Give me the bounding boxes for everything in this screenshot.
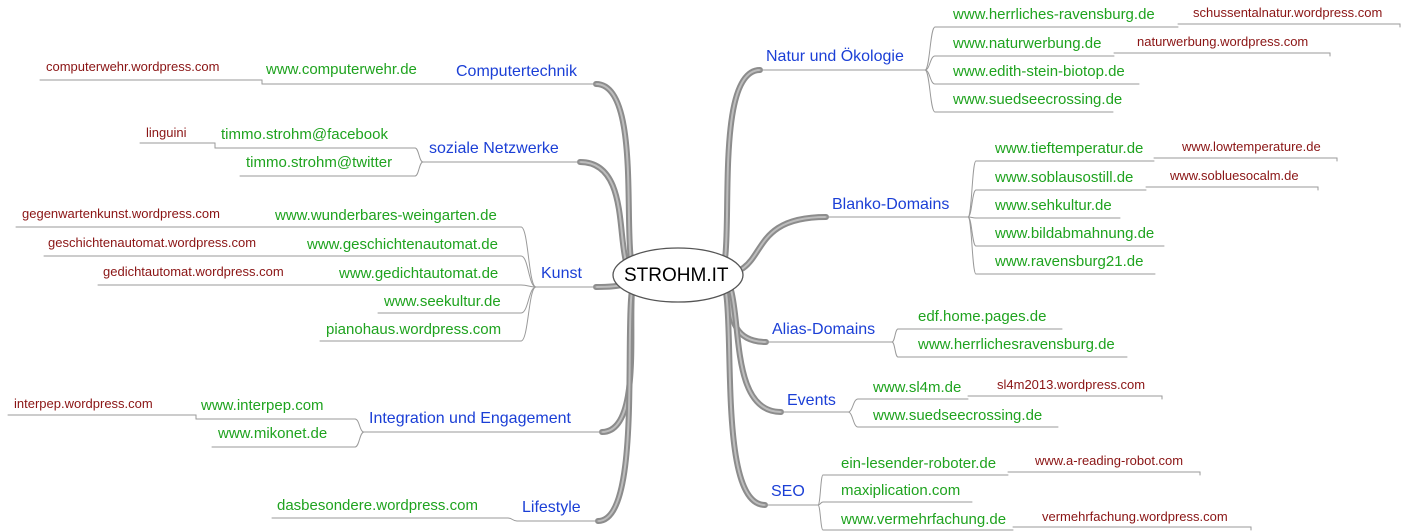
node-tieftemperatur[interactable]: www.tieftemperatur.de — [995, 140, 1144, 157]
node-edf-home-pages[interactable]: edf.home.pages.de — [918, 308, 1047, 325]
connector-line — [507, 517, 518, 522]
node-sl4m2013[interactable]: sl4m2013.wordpress.com — [997, 377, 1146, 392]
node-linguini[interactable]: linguini — [146, 125, 187, 140]
node-twitter[interactable]: timmo.strohm@twitter — [246, 154, 393, 171]
connector-line — [847, 411, 859, 428]
connector-line — [595, 272, 641, 524]
node-seekultur[interactable]: www.seekultur.de — [384, 293, 501, 310]
connector-line — [593, 81, 641, 278]
connector-line — [520, 286, 537, 314]
connector-line — [1012, 526, 1252, 531]
connector-line — [967, 189, 977, 218]
node-a-reading-robot[interactable]: www.a-reading-robot.com — [1035, 453, 1184, 468]
connector-line — [1113, 52, 1331, 57]
connector-line — [924, 55, 936, 71]
node-gedichtautomat-wordpress[interactable]: gedichtautomat.wordpress.com — [103, 264, 284, 279]
connector-line — [891, 341, 899, 358]
branch-integration[interactable]: Integration und Engagement — [369, 410, 571, 427]
branch-alias[interactable]: Alias-Domains — [772, 321, 876, 338]
connector-line — [967, 395, 1163, 400]
node-soblausostill[interactable]: www.soblausostill.de — [995, 169, 1134, 186]
node-lowtemperature[interactable]: www.lowtemperature.de — [1182, 139, 1321, 154]
node-ravensburg21[interactable]: www.ravensburg21.de — [995, 253, 1144, 270]
node-vermehrfachung-wordpress[interactable]: vermehrfachung.wordpress.com — [1042, 509, 1228, 524]
node-bildabmahnung[interactable]: www.bildabmahnung.de — [995, 225, 1155, 242]
branch-kunst[interactable]: Kunst — [541, 265, 582, 282]
connector-line — [520, 226, 537, 288]
connector-line — [924, 69, 936, 113]
node-maxiplication[interactable]: maxiplication.com — [841, 482, 961, 499]
center-node-outline — [612, 247, 744, 303]
branch-computertechnik[interactable]: Computertechnik — [456, 63, 577, 80]
connector-line — [414, 161, 424, 177]
node-dasbesondere[interactable]: dasbesondere.wordpress.com — [277, 497, 478, 514]
node-geschichtenautomat-wordpress[interactable]: geschichtenautomat.wordpress.com — [48, 235, 257, 250]
connector-line — [520, 255, 537, 288]
connector-line — [139, 142, 216, 149]
connector-line — [1153, 157, 1338, 162]
connector-line — [1145, 186, 1319, 191]
node-computerwehr-wordpress[interactable]: computerwehr.wordpress.com — [46, 59, 220, 74]
node-naturwerbung-wordpress[interactable]: naturwerbung.wordpress.com — [1137, 34, 1309, 49]
node-vermehrfachung[interactable]: www.vermehrfachung.de — [841, 511, 1007, 528]
node-gegenwartenkunst[interactable]: gegenwartenkunst.wordpress.com — [22, 206, 220, 221]
branch-seo[interactable]: SEO — [771, 483, 805, 500]
node-ein-lesender-roboter[interactable]: ein-lesender-roboter.de — [841, 455, 997, 472]
connector-line — [817, 474, 824, 506]
connector-line — [354, 418, 365, 433]
connector-line — [39, 79, 263, 85]
node-mikonet[interactable]: www.mikonet.de — [218, 425, 328, 442]
branch-soziale-netzwerke[interactable]: soziale Netzwerke — [429, 140, 559, 157]
node-edith-stein-biotop[interactable]: www.edith-stein-biotop.de — [953, 63, 1125, 80]
connector-line — [1007, 471, 1201, 476]
node-interpep[interactable]: www.interpep.com — [201, 397, 324, 414]
node-herrlichesravensburg[interactable]: www.herrlichesravensburg.de — [918, 336, 1115, 353]
branch-lifestyle[interactable]: Lifestyle — [522, 499, 581, 516]
node-pianohaus[interactable]: pianohaus.wordpress.com — [326, 321, 502, 338]
connector-lines — [7, 23, 1401, 531]
connector-line — [847, 398, 859, 413]
branch-blanko[interactable]: Blanko-Domains — [832, 196, 950, 213]
node-computerwehr[interactable]: www.computerwehr.de — [266, 61, 417, 78]
center-node-label[interactable]: STROHM.IT — [624, 265, 729, 286]
connector-line — [967, 216, 977, 275]
node-facebook[interactable]: timmo.strohm@facebook — [221, 126, 388, 143]
node-suedseecrossing-events[interactable]: www.suedseecrossing.de — [873, 407, 1043, 424]
branch-natur[interactable]: Natur und Ökologie — [766, 48, 904, 65]
node-suedseecrossing-natur[interactable]: www.suedseecrossing.de — [953, 91, 1123, 108]
node-gedichtautomat[interactable]: www.gedichtautomat.de — [339, 265, 499, 282]
connector-line — [715, 272, 768, 508]
connector-line — [967, 160, 977, 218]
connector-line — [1177, 23, 1401, 28]
connector-line — [7, 414, 197, 420]
connector-line — [715, 67, 763, 278]
node-herrliches-ravensburg[interactable]: www.herrliches-ravensburg.de — [953, 6, 1155, 23]
branch-events[interactable]: Events — [787, 392, 836, 409]
node-sehkultur[interactable]: www.sehkultur.de — [995, 197, 1112, 214]
node-sl4m[interactable]: www.sl4m.de — [873, 379, 962, 396]
connector-line — [924, 26, 936, 71]
node-interpep-wordpress[interactable]: interpep.wordpress.com — [14, 396, 153, 411]
connector-line — [520, 286, 537, 342]
node-sobluesocalm[interactable]: www.sobluesocalm.de — [1170, 168, 1299, 183]
node-wunderbares-weingarten[interactable]: www.wunderbares-weingarten.de — [275, 207, 497, 224]
connector-line — [414, 147, 424, 163]
node-geschichtenautomat[interactable]: www.geschichtenautomat.de — [307, 236, 498, 253]
connector-line — [891, 328, 899, 343]
connector-line — [817, 504, 824, 531]
node-naturwerbung[interactable]: www.naturwerbung.de — [953, 35, 1102, 52]
connector-line — [354, 431, 365, 448]
node-schussentalnatur[interactable]: schussentalnatur.wordpress.com — [1193, 5, 1383, 20]
